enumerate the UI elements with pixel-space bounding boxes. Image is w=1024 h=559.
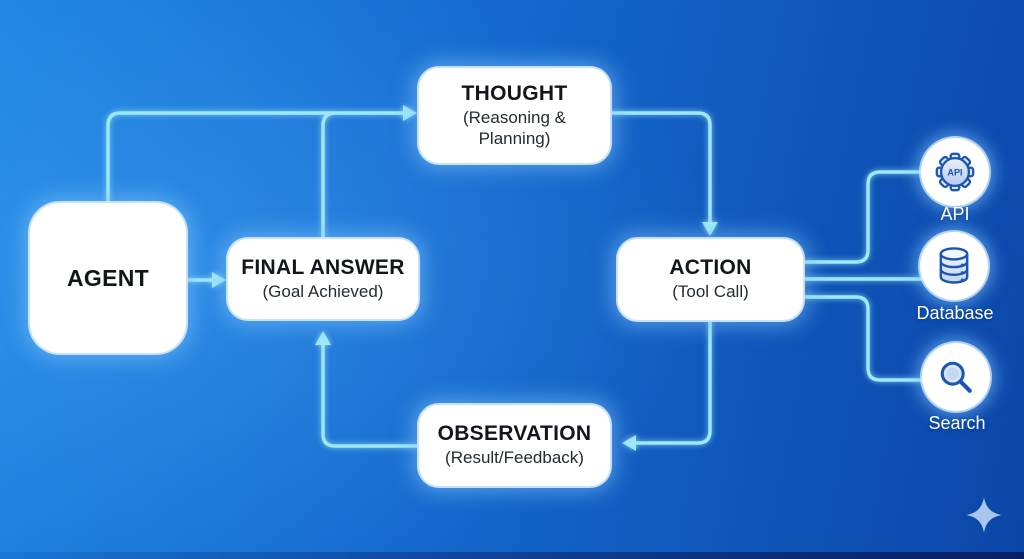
tool-search	[922, 343, 990, 411]
node-final-answer-title: FINAL ANSWER	[241, 255, 405, 279]
tool-database-label: Database	[916, 303, 994, 323]
tool-database	[920, 232, 988, 300]
node-thought-title: THOUGHT	[461, 81, 568, 105]
tool-api-label: API	[940, 204, 970, 224]
bottom-edge-shadow	[0, 552, 1024, 559]
node-observation-subtitle: (Result/Feedback)	[445, 448, 584, 468]
sparkle-icon	[966, 497, 1002, 533]
arrowhead-into-final-answer-bottom	[315, 331, 331, 345]
node-agent: AGENT	[30, 203, 186, 353]
edge-action-to-observation	[636, 320, 712, 445]
arrowhead-into-thought	[403, 105, 417, 121]
arrowhead-into-observation-right	[622, 435, 636, 451]
node-action-subtitle: (Tool Call)	[672, 282, 749, 302]
node-thought: THOUGHT (Reasoning & Planning)	[419, 68, 610, 163]
node-final-answer-subtitle: (Goal Achieved)	[262, 281, 384, 301]
api-gear-icon: API	[935, 152, 975, 192]
edge-action-to-api	[803, 170, 922, 264]
edge-observation-to-final-answer	[321, 345, 419, 448]
search-icon	[940, 361, 972, 393]
database-icon	[939, 247, 969, 284]
arrowhead-into-final-answer-left	[212, 272, 226, 288]
node-observation-title: OBSERVATION	[437, 422, 592, 446]
edge-thought-to-action	[610, 111, 712, 222]
node-thought-subtitle: (Reasoning & Planning)	[462, 107, 566, 148]
edge-action-to-search	[803, 295, 925, 382]
node-observation: OBSERVATION (Result/Feedback)	[419, 405, 610, 486]
arrowhead-into-action-top	[702, 222, 718, 236]
tool-search-label: Search	[928, 413, 986, 433]
node-action: ACTION (Tool Call)	[618, 239, 803, 320]
node-agent-title: AGENT	[67, 264, 149, 291]
node-action-title: ACTION	[669, 256, 752, 280]
node-final-answer: FINAL ANSWER (Goal Achieved)	[228, 239, 418, 319]
api-gear-icon-text: API	[947, 168, 962, 178]
edge-agent-to-thought	[106, 111, 403, 203]
tool-api: API	[921, 138, 989, 206]
edge-final-answer-to-thought	[321, 111, 336, 239]
